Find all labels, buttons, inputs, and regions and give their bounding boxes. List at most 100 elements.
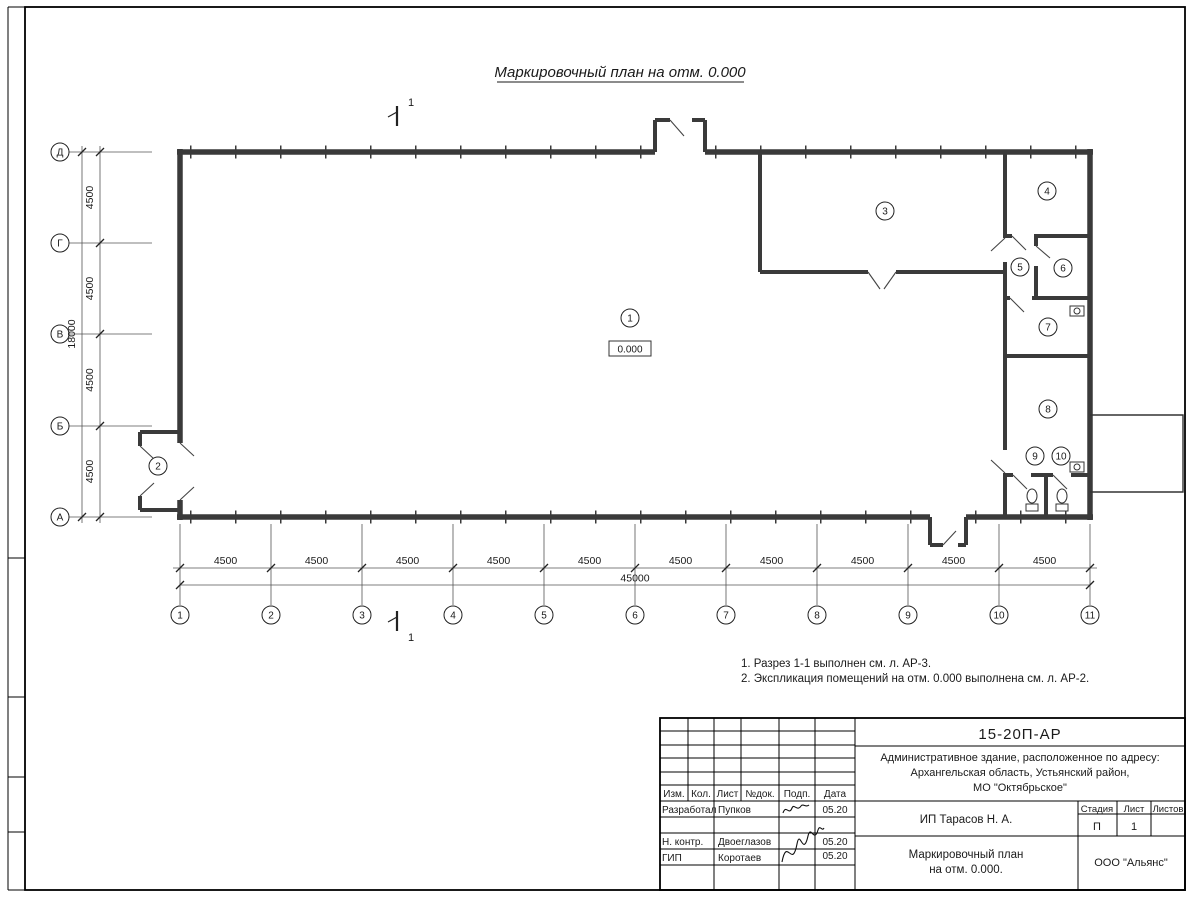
title-block-right: 15-20П-АР Административное здание, распо… xyxy=(880,726,1183,876)
dim-text: 4500 xyxy=(487,555,511,567)
sheet-name-line: Маркировочный план xyxy=(909,849,1024,861)
dim-text: 4500 xyxy=(851,555,875,567)
room-marker-6: 6 xyxy=(1053,258,1073,278)
room-markers: 1 2 3 4 5 6 7 8 9 10 xyxy=(148,181,1073,476)
row-role: ГИП xyxy=(662,853,682,864)
room-marker-8: 8 xyxy=(1038,399,1058,419)
room-marker-10: 10 xyxy=(1051,446,1071,466)
dim-text: 4500 xyxy=(942,555,966,567)
dim-text: 4500 xyxy=(214,555,238,567)
axis-label: 6 xyxy=(632,611,638,622)
room-marker-9: 9 xyxy=(1025,446,1045,466)
room-marker-1: 1 xyxy=(620,308,640,328)
col-kol: Кол. xyxy=(691,789,711,800)
object-description-line: МО "Октябрьское" xyxy=(973,782,1067,794)
sheet-label: Лист xyxy=(1124,804,1145,815)
title-block: Изм. Кол. Лист №док. Подп. Дата Разработ… xyxy=(659,717,1186,891)
axes-bottom: 4500 4500 4500 4500 4500 4500 4500 4500 … xyxy=(170,524,1100,625)
room-marker-3: 3 xyxy=(875,201,895,221)
room-number: 8 xyxy=(1045,405,1051,416)
interior-walls xyxy=(138,118,1090,547)
col-axis-bubbles: 1 2 3 4 5 6 7 8 9 10 11 xyxy=(170,605,1100,625)
dim-text: 4500 xyxy=(760,555,784,567)
row-date: 05.20 xyxy=(822,837,847,848)
row-name: Двоеглазов xyxy=(718,837,771,848)
window-ticks xyxy=(190,145,1085,524)
dim-text: 4500 xyxy=(84,368,96,392)
title-block-columns: Изм. Кол. Лист №док. Подп. Дата xyxy=(663,789,846,800)
dim-total-text: 18000 xyxy=(66,319,78,348)
note-line: 2. Экспликация помещений на отм. 0.000 в… xyxy=(741,673,1089,685)
platform xyxy=(1090,414,1184,493)
room-number: 5 xyxy=(1017,263,1023,274)
room-number: 1 xyxy=(627,314,633,325)
row-date: 05.20 xyxy=(822,851,847,862)
toilet-icon xyxy=(1055,488,1069,512)
col-podp: Подп. xyxy=(784,789,811,800)
dim-text: 4500 xyxy=(669,555,693,567)
dim-text: 4500 xyxy=(1033,555,1057,567)
sheets-label: Листов xyxy=(1153,804,1184,815)
col-list: Лист xyxy=(717,789,739,800)
room-number: 10 xyxy=(1055,452,1067,463)
axis-label: 7 xyxy=(723,611,729,622)
dim-total-text: 45000 xyxy=(620,573,649,585)
col-dimension-labels: 4500 4500 4500 4500 4500 4500 4500 4500 … xyxy=(214,555,1057,585)
axis-label: 9 xyxy=(905,611,911,622)
sink-icon xyxy=(1069,305,1085,317)
drawing-title: Маркировочный план на отм. 0.000 xyxy=(494,64,746,83)
sheet-frame xyxy=(7,6,1186,891)
room-number: 2 xyxy=(155,462,161,473)
section-mark-bottom: 1 xyxy=(387,611,414,644)
signature xyxy=(782,804,810,814)
axis-label: 2 xyxy=(268,611,274,622)
signature xyxy=(781,827,825,863)
object-description-line: Архангельская область, Устьянский район, xyxy=(911,767,1130,779)
section-mark-top: 1 xyxy=(387,97,414,126)
row-dimension-labels: 4500 4500 4500 4500 18000 xyxy=(66,186,96,484)
row-role: Разработал xyxy=(662,804,717,816)
axis-label: В xyxy=(57,330,64,341)
company-name: ООО "Альянс" xyxy=(1094,857,1168,869)
sheet-name-line: на отм. 0.000. xyxy=(929,864,1003,876)
axis-label: 3 xyxy=(359,611,365,622)
room-marker-4: 4 xyxy=(1037,181,1057,201)
stage-label: Стадия xyxy=(1081,804,1113,815)
dim-text: 4500 xyxy=(84,460,96,484)
room-number: 7 xyxy=(1045,323,1051,334)
row-role: Н. контр. xyxy=(662,837,703,848)
toilet-icon xyxy=(1025,488,1039,512)
row-name: Пупков xyxy=(718,805,751,816)
col-ndok: №док. xyxy=(745,789,774,800)
notes: 1. Разрез 1-1 выполнен см. л. АР-3. 2. Э… xyxy=(741,658,1089,685)
axis-label: 10 xyxy=(993,611,1005,622)
room-marker-7: 7 xyxy=(1038,317,1058,337)
col-izm: Изм. xyxy=(663,789,684,800)
dim-text: 4500 xyxy=(84,186,96,210)
doc-number: 15-20П-АР xyxy=(978,726,1061,743)
stage-value: П xyxy=(1093,821,1101,833)
object-description-line: Административное здание, расположенное п… xyxy=(880,752,1159,764)
axis-label: 1 xyxy=(177,611,183,622)
section-number: 1 xyxy=(408,97,414,109)
axis-label: 4 xyxy=(450,611,456,622)
section-number: 1 xyxy=(408,632,414,644)
dim-text: 4500 xyxy=(305,555,329,567)
exterior-walls xyxy=(177,149,1093,520)
axis-label: Б xyxy=(57,422,64,433)
axis-label: 5 xyxy=(541,611,547,622)
axis-label: 8 xyxy=(814,611,820,622)
dim-text: 4500 xyxy=(578,555,602,567)
sheet-value: 1 xyxy=(1131,821,1137,833)
row-name: Коротаев xyxy=(718,853,761,864)
axis-label: Д xyxy=(57,148,64,159)
axis-label: А xyxy=(57,513,64,524)
elevation-mark: 0.000 xyxy=(608,340,652,357)
axes-left: Д Г В Б А 4500 4500 4500 4500 18000 xyxy=(50,142,152,527)
room-marker-5: 5 xyxy=(1010,257,1030,277)
elevation-value: 0.000 xyxy=(617,345,642,356)
client-name: ИП Тарасов Н. А. xyxy=(920,814,1013,826)
dim-text: 4500 xyxy=(84,277,96,301)
